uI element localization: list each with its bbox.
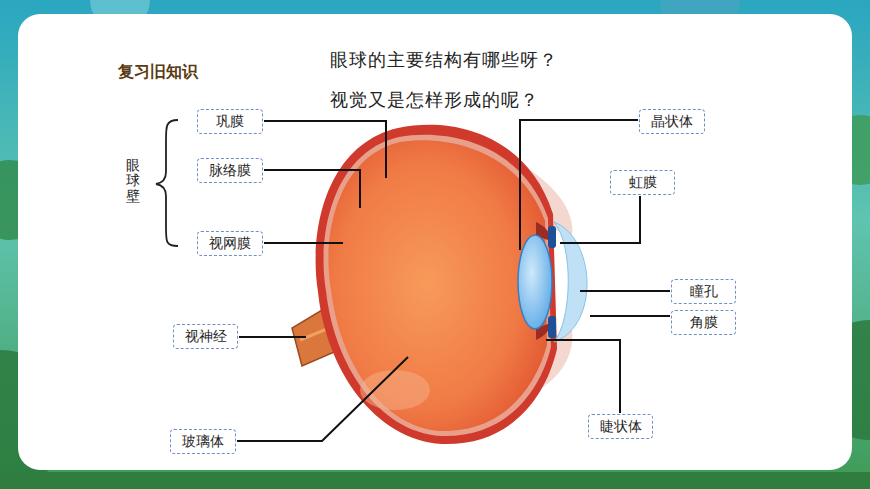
- label-box: 晶状体: [639, 109, 705, 134]
- label-box: 脉络膜: [197, 158, 263, 183]
- heading-text: 复习旧知识: [118, 62, 198, 81]
- label-text: 脉络膜: [209, 162, 251, 180]
- label-text: 角膜: [690, 314, 718, 332]
- label-text: 玻璃体: [182, 433, 224, 451]
- question-text: 眼球的主要结构有哪些呀？: [330, 48, 558, 72]
- label-box: 瞳孔: [671, 279, 736, 304]
- slide-heading: 复习旧知识: [118, 62, 198, 83]
- question-text: 视觉又是怎样形成的呢？: [330, 88, 539, 112]
- lens-shape: [518, 235, 552, 329]
- label-box: 巩膜: [197, 109, 263, 134]
- label-text: 睫状体: [600, 418, 642, 436]
- label-text: 视网膜: [209, 235, 251, 253]
- label-box: 角膜: [671, 310, 736, 335]
- label-text: 晶状体: [651, 113, 693, 131]
- group-label: 眼球壁: [126, 158, 140, 204]
- bracket: [156, 120, 178, 246]
- question-text-content: 眼球的主要结构有哪些呀？: [330, 50, 558, 70]
- label-box: 视神经: [173, 324, 238, 349]
- label-box: 睫状体: [588, 414, 653, 439]
- label-box: 视网膜: [197, 231, 263, 256]
- cornea-shape: [554, 222, 587, 342]
- label-text: 瞳孔: [690, 283, 718, 301]
- label-box: 虹膜: [610, 170, 675, 195]
- label-text: 巩膜: [216, 113, 244, 131]
- question-text-content: 视觉又是怎样形成的呢？: [330, 90, 539, 110]
- label-text: 视神经: [185, 328, 227, 346]
- group-label-content: 眼球壁: [126, 157, 140, 204]
- label-box: 玻璃体: [170, 429, 236, 454]
- leader-line: [237, 120, 670, 441]
- label-text: 虹膜: [629, 174, 657, 192]
- vitreous-body-shape: [328, 140, 547, 431]
